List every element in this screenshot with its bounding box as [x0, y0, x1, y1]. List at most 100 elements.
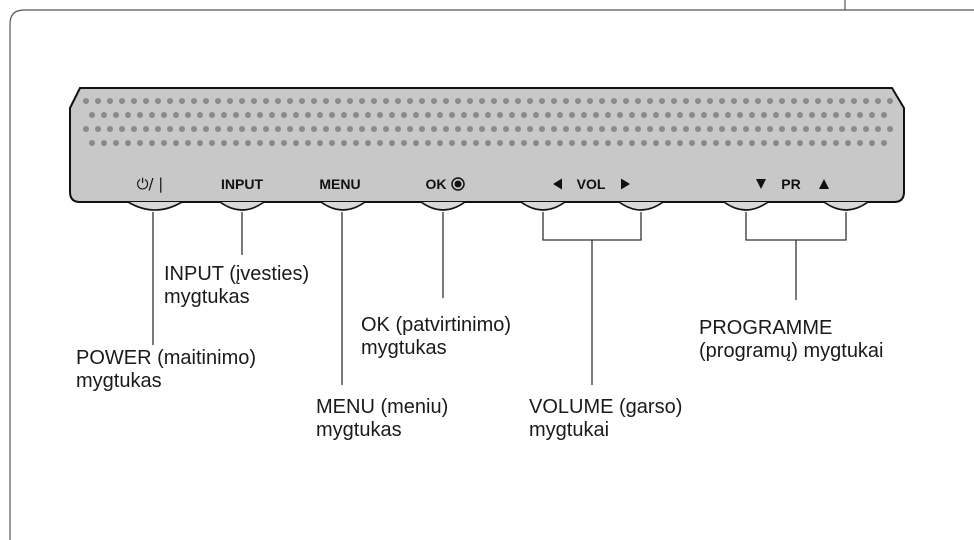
grille-dot — [131, 126, 137, 132]
grille-dot — [791, 126, 797, 132]
grille-dot — [545, 112, 551, 118]
grille-dot — [725, 112, 731, 118]
grille-dot — [311, 98, 317, 104]
grille-dot — [395, 98, 401, 104]
grille-dot — [497, 140, 503, 146]
grille-dot — [731, 126, 737, 132]
grille-dot — [137, 140, 143, 146]
grille-dot — [263, 126, 269, 132]
grille-dot — [581, 112, 587, 118]
grille-dot — [809, 112, 815, 118]
pr-symbol-label: PR — [781, 176, 800, 192]
grille-dot — [749, 112, 755, 118]
grille-dot — [635, 126, 641, 132]
grille-dot — [761, 140, 767, 146]
grille-dot — [161, 140, 167, 146]
volume-callout-line1: VOLUME (garso) — [529, 396, 683, 418]
grille-dot — [785, 112, 791, 118]
grille-dot — [779, 126, 785, 132]
grille-dot — [839, 126, 845, 132]
grille-dot — [779, 98, 785, 104]
grille-dot — [275, 126, 281, 132]
grille-dot — [83, 126, 89, 132]
vol-down-button[interactable] — [520, 201, 566, 211]
grille-dot — [251, 126, 257, 132]
programme-callout: PROGRAMME (programų) mygtukai — [699, 317, 884, 363]
grille-dot — [743, 126, 749, 132]
menu-button[interactable] — [320, 201, 366, 211]
grille-dot — [227, 98, 233, 104]
grille-dot — [353, 112, 359, 118]
grille-dot — [773, 140, 779, 146]
grille-dot — [191, 98, 197, 104]
grille-dot — [437, 140, 443, 146]
grille-dot — [209, 140, 215, 146]
grille-dot — [845, 112, 851, 118]
grille-dot — [449, 112, 455, 118]
grille-dot — [533, 112, 539, 118]
grille-dot — [197, 112, 203, 118]
grille-dot — [803, 98, 809, 104]
vol-left-arrow-icon — [553, 178, 562, 190]
input-button[interactable] — [219, 201, 265, 211]
grille-dot — [365, 140, 371, 146]
grille-dot — [341, 112, 347, 118]
grille-dot — [599, 98, 605, 104]
grille-dot — [359, 98, 365, 104]
grille-dot — [455, 126, 461, 132]
grille-dot — [533, 140, 539, 146]
speaker-grille — [83, 98, 893, 146]
grille-dot — [521, 112, 527, 118]
grille-dot — [347, 126, 353, 132]
volume-bracket — [542, 212, 642, 385]
grille-dot — [149, 140, 155, 146]
grille-dot — [599, 126, 605, 132]
grille-dot — [671, 98, 677, 104]
power-symbol-label: ⏻/ | — [137, 175, 164, 193]
grille-dot — [767, 98, 773, 104]
power-button[interactable] — [127, 201, 183, 211]
pr-up-arrow-icon — [819, 179, 829, 189]
grille-dot — [299, 98, 305, 104]
grille-dot — [419, 98, 425, 104]
grille-dot — [95, 126, 101, 132]
power-callout-line2: mygtukas — [76, 370, 162, 392]
grille-dot — [509, 112, 515, 118]
grille-dot — [449, 140, 455, 146]
grille-dot — [329, 112, 335, 118]
grille-dot — [275, 98, 281, 104]
grille-dot — [119, 98, 125, 104]
grille-dot — [269, 140, 275, 146]
grille-dot — [689, 112, 695, 118]
grille-dot — [647, 98, 653, 104]
grille-dot — [461, 112, 467, 118]
pr-down-button[interactable] — [723, 201, 769, 211]
input-callout: INPUT (įvesties) mygtukas — [164, 263, 309, 309]
grille-dot — [719, 98, 725, 104]
page-frame — [9, 9, 974, 540]
grille-dot — [443, 98, 449, 104]
pr-down-arrow-icon — [756, 179, 766, 189]
grille-dot — [515, 126, 521, 132]
grille-dot — [149, 112, 155, 118]
menu-callout: MENU (meniu) mygtukas — [316, 396, 448, 442]
grille-dot — [869, 140, 875, 146]
grille-dot — [221, 112, 227, 118]
grille-dot — [635, 98, 641, 104]
grille-dot — [125, 140, 131, 146]
grille-dot — [605, 112, 611, 118]
grille-dot — [731, 98, 737, 104]
volume-callout-line2: mygtukai — [529, 419, 610, 441]
vol-up-button[interactable] — [618, 201, 664, 211]
grille-dot — [233, 140, 239, 146]
pr-up-button[interactable] — [823, 201, 869, 211]
grille-dot — [269, 112, 275, 118]
grille-dot — [653, 112, 659, 118]
grille-dot — [539, 98, 545, 104]
ok-button[interactable] — [420, 201, 466, 211]
grille-dot — [665, 140, 671, 146]
grille-dot — [617, 112, 623, 118]
ok-symbol-label: OK — [426, 176, 447, 192]
grille-dot — [815, 126, 821, 132]
grille-dot — [467, 98, 473, 104]
